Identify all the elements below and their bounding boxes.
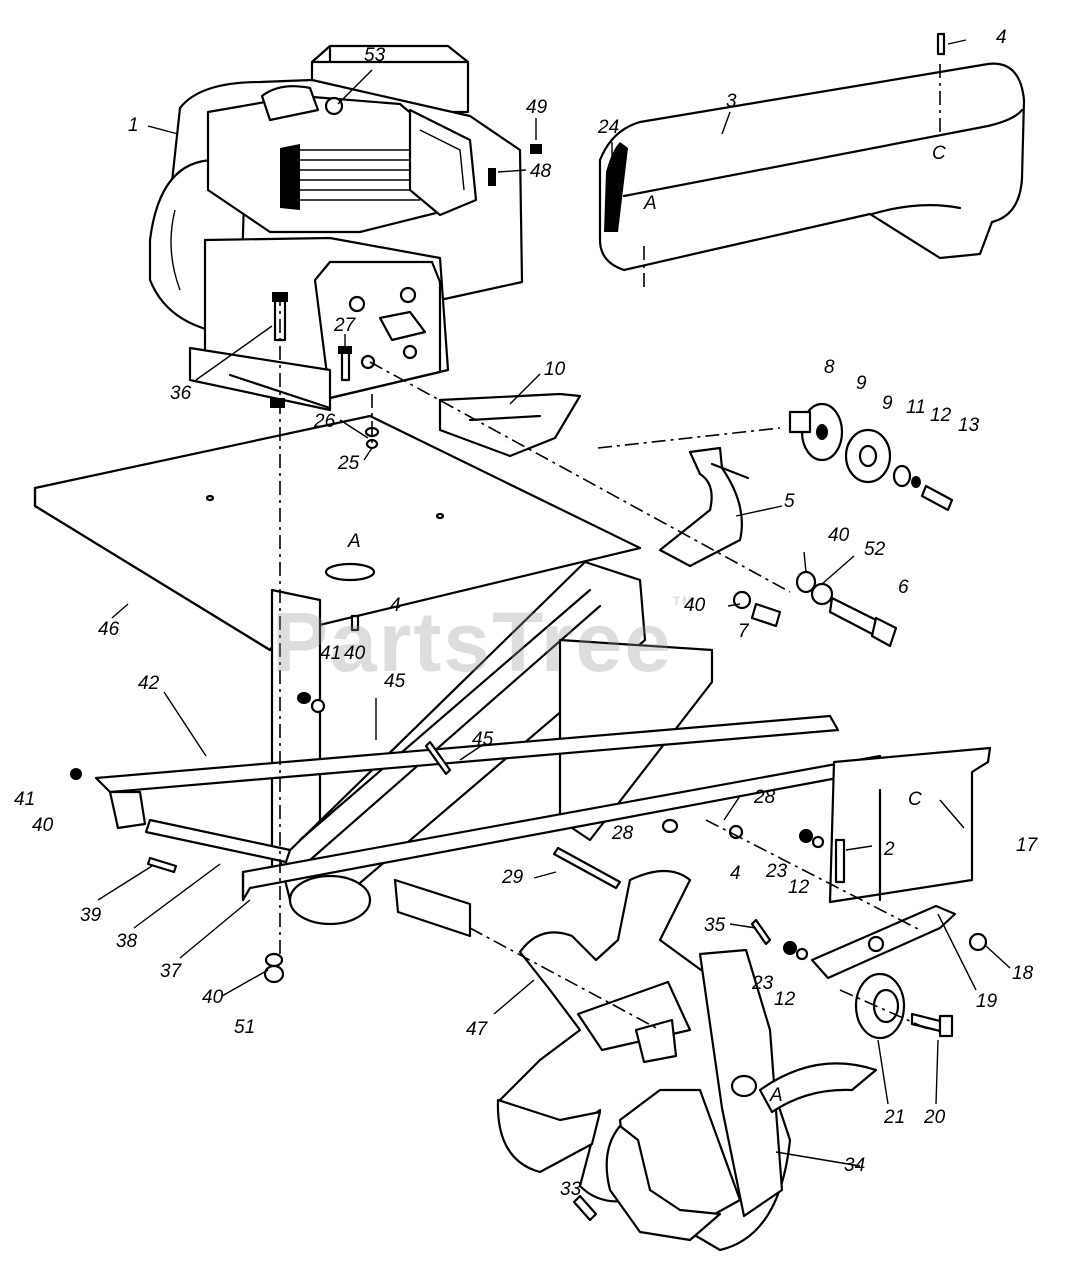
callout-12-mid: 12 bbox=[788, 877, 810, 898]
partstree-watermark: PartsTreeTM bbox=[272, 594, 694, 691]
callout-C-cover: C bbox=[932, 143, 946, 164]
callout-27: 27 bbox=[334, 315, 356, 336]
callout-48: 48 bbox=[530, 161, 552, 182]
callout-28-left: 28 bbox=[612, 823, 634, 844]
tine-assembly bbox=[496, 870, 878, 1252]
callout-19: 19 bbox=[976, 991, 998, 1012]
callout-18: 18 bbox=[1012, 963, 1034, 984]
callout-38: 38 bbox=[116, 931, 138, 952]
callout-leaders bbox=[97, 39, 1011, 1167]
callout-2: 2 bbox=[884, 839, 895, 860]
callout-45-upper: 45 bbox=[384, 671, 406, 692]
callout-4-frame: 4 bbox=[730, 863, 741, 884]
callout-3: 3 bbox=[726, 91, 737, 112]
callout-40-lower: 40 bbox=[202, 987, 224, 1008]
callout-8: 8 bbox=[824, 357, 835, 378]
callout-23-upper: 23 bbox=[766, 861, 788, 882]
callout-47: 47 bbox=[466, 1019, 488, 1040]
callout-12-lower: 12 bbox=[774, 989, 796, 1010]
callout-4-plate: 4 bbox=[390, 595, 401, 616]
callout-9-right: 9 bbox=[882, 393, 893, 414]
callout-21: 21 bbox=[884, 1107, 906, 1128]
callout-36: 36 bbox=[170, 383, 192, 404]
callout-26: 26 bbox=[314, 411, 336, 432]
callout-24: 24 bbox=[598, 117, 620, 138]
callout-49: 49 bbox=[526, 97, 548, 118]
callout-29: 29 bbox=[502, 867, 524, 888]
callout-40-upper-left: 40 bbox=[344, 643, 366, 664]
callout-23-lower: 23 bbox=[752, 973, 774, 994]
callout-42: 42 bbox=[138, 673, 160, 694]
callout-12-top: 12 bbox=[930, 405, 952, 426]
callout-41-upper: 41 bbox=[320, 643, 342, 664]
callout-46: 46 bbox=[98, 619, 120, 640]
callout-7: 7 bbox=[738, 621, 749, 642]
callout-28-right: 28 bbox=[754, 787, 776, 808]
callout-34: 34 bbox=[844, 1155, 866, 1176]
watermark-tm: TM bbox=[672, 594, 695, 608]
hardware bbox=[70, 32, 988, 1222]
callout-52: 52 bbox=[864, 539, 886, 560]
callout-17: 17 bbox=[1016, 835, 1038, 856]
callout-10: 10 bbox=[544, 359, 566, 380]
callout-40-left: 40 bbox=[32, 815, 54, 836]
tine-shield-cover bbox=[598, 62, 1026, 272]
callout-6: 6 bbox=[898, 577, 909, 598]
callout-40-mid: 40 bbox=[684, 595, 706, 616]
callout-20: 20 bbox=[924, 1107, 946, 1128]
callout-41-left: 41 bbox=[14, 789, 36, 810]
callout-11: 11 bbox=[906, 397, 926, 418]
engine-assembly bbox=[148, 44, 542, 412]
callout-53: 53 bbox=[364, 45, 386, 66]
callout-9-left: 9 bbox=[856, 373, 867, 394]
callout-39: 39 bbox=[80, 905, 102, 926]
callout-A-tine: A bbox=[770, 1085, 783, 1106]
assembly-lines bbox=[279, 64, 941, 1031]
watermark-text: PartsTree bbox=[272, 595, 673, 689]
callout-A-plate: A bbox=[348, 531, 361, 552]
callout-35: 35 bbox=[704, 915, 726, 936]
callout-37: 37 bbox=[160, 961, 182, 982]
callout-45-lower: 45 bbox=[472, 729, 494, 750]
callout-40-upper: 40 bbox=[828, 525, 850, 546]
chain-case-frame bbox=[94, 560, 992, 980]
bracket-10 bbox=[438, 392, 582, 458]
callout-C-bracket: C bbox=[908, 789, 922, 810]
callout-5: 5 bbox=[784, 491, 795, 512]
callout-1: 1 bbox=[128, 115, 139, 136]
callout-51: 51 bbox=[234, 1017, 256, 1038]
callout-13: 13 bbox=[958, 415, 980, 436]
callout-4-top: 4 bbox=[996, 27, 1007, 48]
callout-33: 33 bbox=[560, 1179, 582, 1200]
callout-A-cover: A bbox=[644, 193, 657, 214]
callout-25: 25 bbox=[338, 453, 360, 474]
